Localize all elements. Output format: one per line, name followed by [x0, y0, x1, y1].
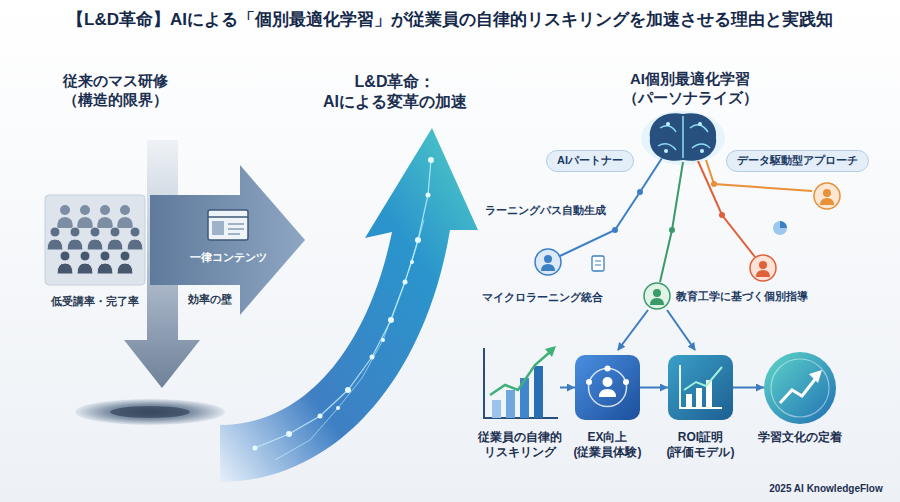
node-text: ROI証明 (評価モデル) — [655, 430, 747, 460]
people-group: 低受講率・完了率 — [45, 195, 145, 285]
ai-network — [560, 158, 812, 350]
flow-arrow — [560, 387, 575, 389]
outcome-node: 従業員の自律的 リスキリング — [480, 345, 560, 420]
content-arrow — [150, 165, 305, 315]
culture-icon — [764, 352, 836, 424]
label-text: 2025 AI KnowledgeFlow — [769, 483, 883, 496]
label-text: ラーニングパス自動生成 — [485, 204, 606, 218]
tag-text: データ駆動型アプローチ — [737, 154, 858, 168]
node-text: 低受講率・完了率 — [51, 295, 139, 309]
ai-brain — [641, 111, 725, 165]
outcome-node: 学習文化の定着 — [764, 352, 836, 424]
node-text: EX向上 (従業員体験) — [562, 430, 654, 460]
label-text: 従来のマス研修 （構造的限界） — [50, 72, 180, 110]
ai-tag: AIパートナー — [546, 150, 634, 172]
node-text: 学習文化の定着 — [758, 430, 842, 445]
node-text: 効率の壁 — [188, 293, 232, 307]
outcome-node: ROI証明 (評価モデル) — [668, 355, 733, 420]
node-text: 一律コンテンツ — [190, 251, 267, 265]
ex-icon — [575, 355, 640, 420]
label-text: マイクロラーニング統合 — [482, 291, 603, 305]
outcome-node: EX向上 (従業員体験) — [575, 355, 640, 420]
people-box — [45, 195, 145, 285]
label-text: 教育工学に基づく個別指導 — [676, 290, 808, 304]
transformation-arrow — [220, 128, 478, 482]
flow-arrow — [640, 387, 668, 389]
flow-arrow — [733, 387, 764, 389]
diagram-title: 【L&D革命】AIによる「個別最適化学習」が従業員の自律的リスキリングを加速させ… — [67, 9, 833, 30]
label-text: AI個別最適化学習 （パーソナライズ） — [610, 70, 770, 108]
growth-chart-icon — [484, 346, 558, 418]
content-arrow-node: 一律コンテンツ効率の壁 — [150, 165, 305, 315]
roi-icon — [668, 355, 733, 420]
label-text: L&D革命： AIによる変革の加速 — [308, 72, 483, 112]
tag-text: AIパートナー — [557, 154, 623, 168]
ai-tag: データ駆動型アプローチ — [726, 150, 869, 172]
avatars — [535, 183, 840, 309]
node-text: 従業員の自律的 リスキリング — [470, 430, 570, 460]
